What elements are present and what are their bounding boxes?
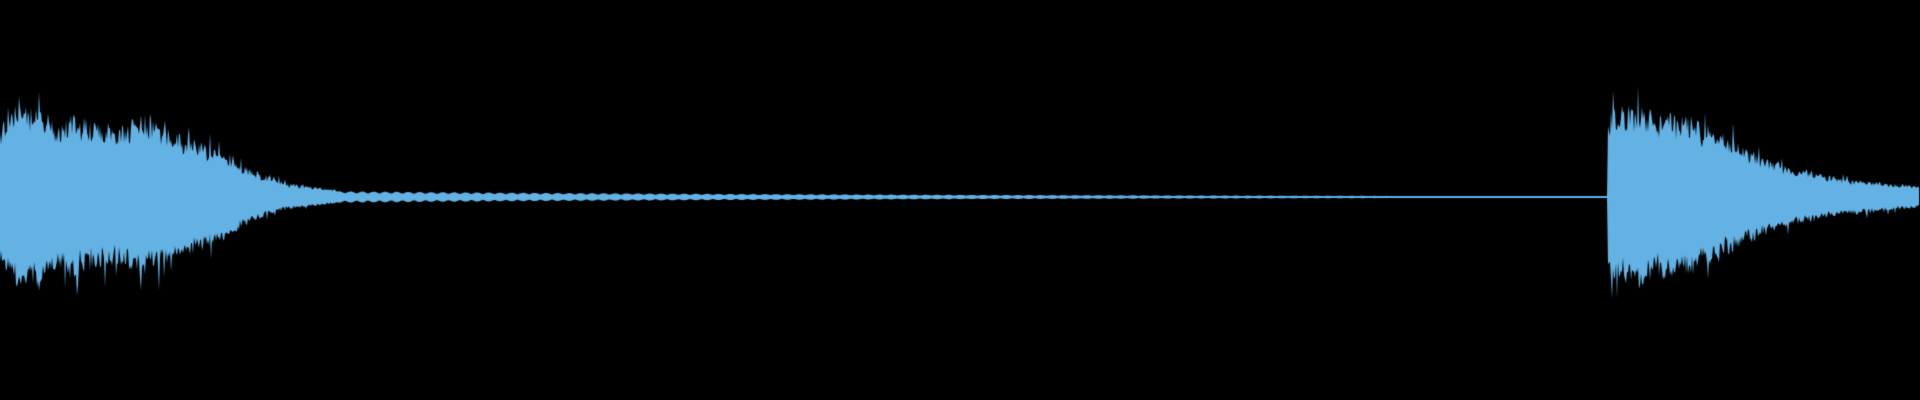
waveform-viewer[interactable]: Audio Waveform Stereo-style amplitude wa…	[0, 0, 1920, 400]
waveform-canvas[interactable]	[0, 0, 1920, 400]
